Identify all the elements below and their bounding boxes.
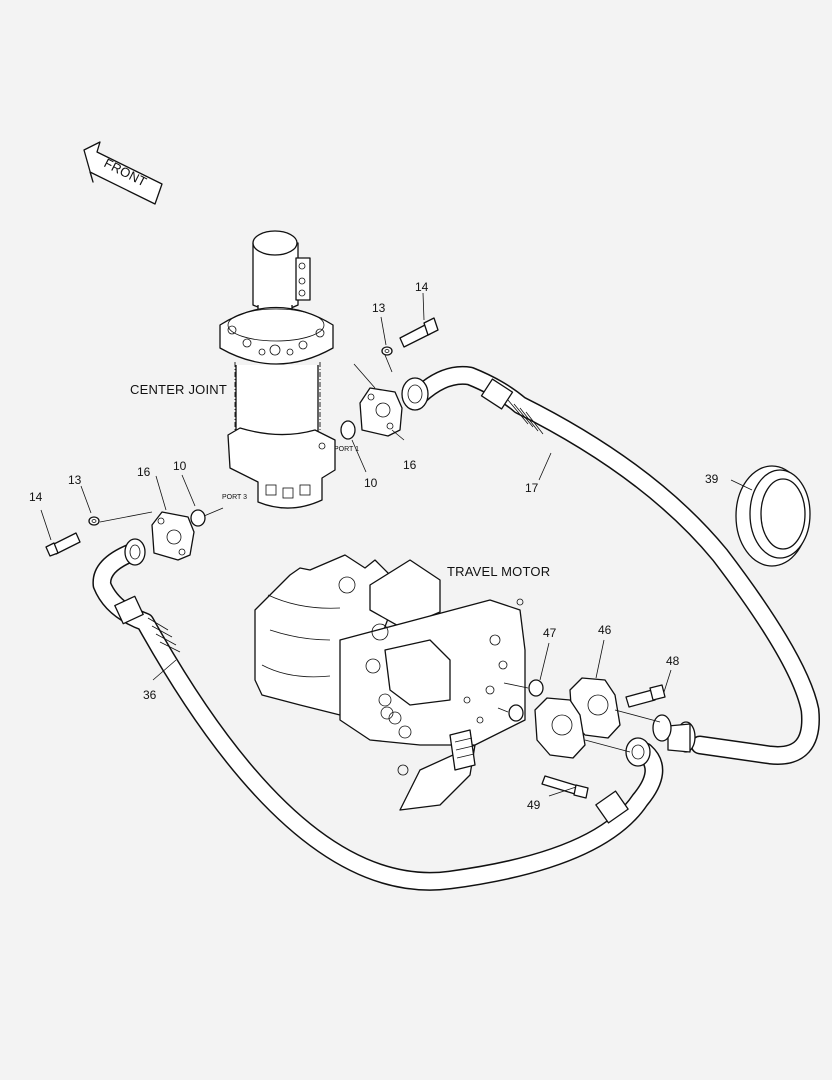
callout-14-upper: 14 (415, 280, 429, 294)
front-direction-arrow: FRONT (83, 141, 163, 205)
callout-14-left: 14 (29, 490, 43, 504)
callout-10-upper: 10 (364, 476, 378, 490)
upper-fittings (45, 317, 439, 561)
callout-13-upper: 13 (372, 301, 386, 315)
callout-47: 47 (543, 626, 557, 640)
motor-fittings (497, 677, 666, 799)
seal-ring-39 (735, 465, 811, 567)
callout-13-left: 13 (68, 473, 82, 487)
hose-17 (401, 365, 820, 765)
callout-49: 49 (527, 798, 541, 812)
callout-16-left: 16 (137, 465, 151, 479)
callout-39: 39 (705, 472, 719, 486)
hose-36 (92, 538, 664, 891)
leader-lines (40, 292, 753, 797)
travel-motor-label: TRAVEL MOTOR (447, 564, 550, 579)
callout-10-left: 10 (173, 459, 187, 473)
port-3-label: PORT 3 (222, 494, 247, 501)
travel-motor (254, 554, 526, 811)
callout-48: 48 (666, 654, 680, 668)
callout-17: 17 (525, 481, 539, 495)
center-joint-label: CENTER JOINT (130, 382, 227, 397)
callout-16-upper: 16 (403, 458, 417, 472)
callout-36: 36 (143, 688, 157, 702)
port-1-label: PORT 1 (334, 446, 359, 453)
callout-46: 46 (598, 623, 612, 637)
callout-numbers: 14 13 16 10 10 16 17 39 14 13 36 47 46 4… (29, 280, 719, 812)
center-joint: PORT 1 PORT 3 (219, 230, 359, 509)
